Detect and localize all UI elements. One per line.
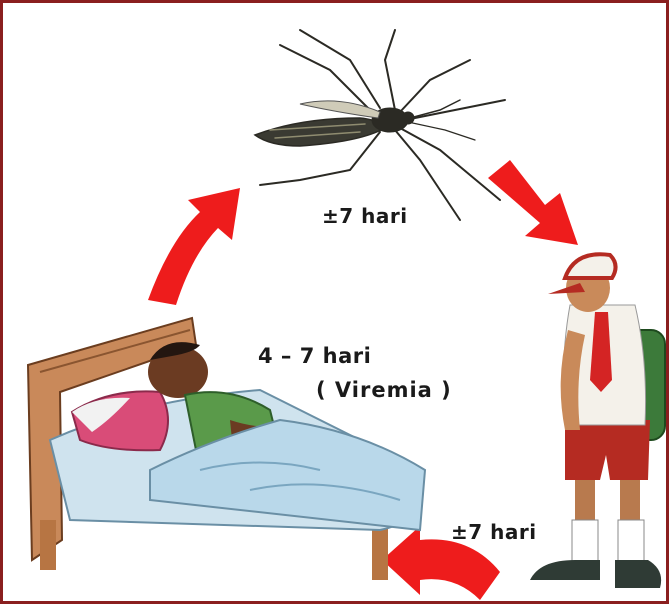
viremia-label: ( Viremia ): [316, 378, 452, 402]
walking-schoolboy-illustration: [530, 254, 665, 588]
viremia-duration-label: 4 – 7 hari: [258, 344, 371, 368]
mosquito-illustration: [255, 30, 505, 220]
mosquito-to-child-duration-label: ±7 hari: [322, 204, 408, 228]
child-to-patient-duration-label: ±7 hari: [451, 520, 537, 544]
